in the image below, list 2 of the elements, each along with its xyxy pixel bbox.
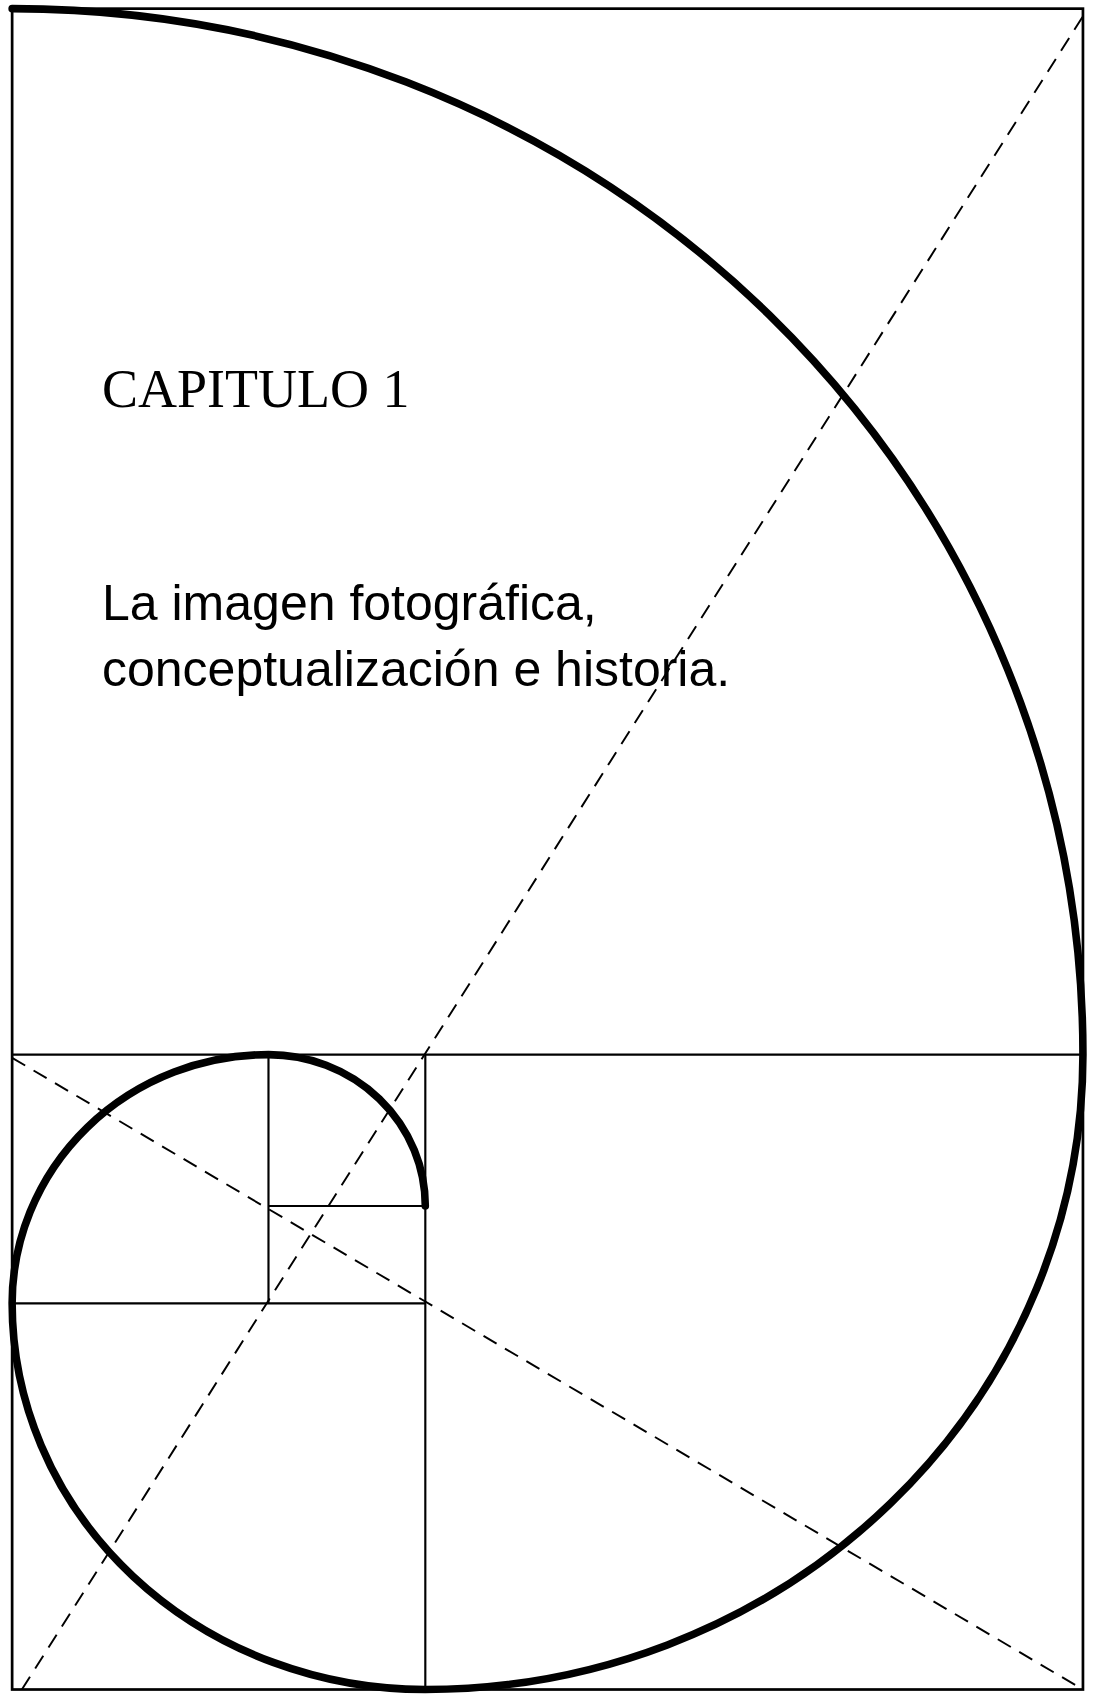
chapter-subtitle: La imagen fotográfica, conceptualización e historia. [102, 574, 732, 699]
chapter-title: CAPITULO 1 [102, 362, 410, 416]
